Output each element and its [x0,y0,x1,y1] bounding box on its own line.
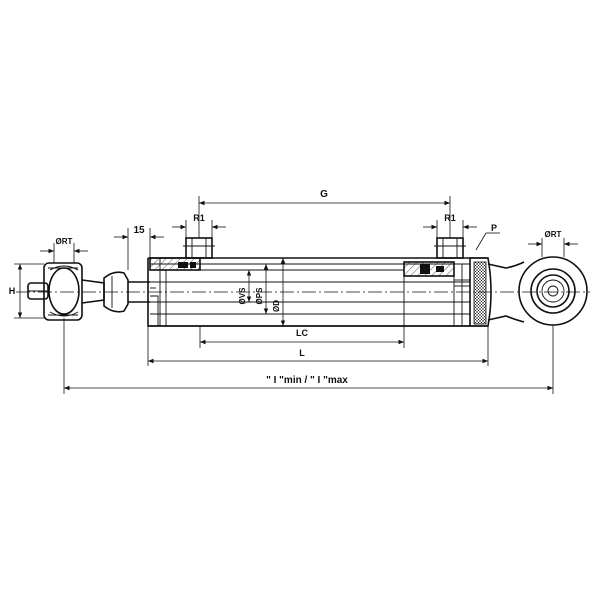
label-ps: ØPS [255,287,264,305]
dim-h [14,263,44,319]
label-lc: LC [296,328,308,338]
dim-r1-right [423,220,477,238]
dim-vs-ps-d [246,258,286,326]
port-right [434,237,466,259]
label-vs: ØVS [238,287,247,305]
label-r1-right: R1 [444,213,456,223]
piston-rod [128,281,150,303]
right-base-eye [487,256,588,326]
label-l: L [299,348,305,358]
label-h: H [9,286,16,296]
label-i-min-max: " I "min / " I "max [266,375,348,386]
label-r1-left: R1 [193,213,205,223]
dim-r1-left [172,220,226,238]
dim-l [147,326,489,366]
dim-lc [199,326,405,348]
dim-15 [114,228,164,270]
label-g: G [320,189,328,200]
port-left [183,237,215,259]
dim-g [198,196,451,238]
left-rod-eye [27,262,129,321]
label-rt-right: ØRT [545,230,562,239]
label-15: 15 [133,225,145,236]
label-d: ØD [272,300,281,312]
label-p: P [491,223,497,233]
leader-p [475,232,487,251]
label-rt-left: ØRT [56,237,73,246]
dim-i-min-max [63,318,554,394]
dim-rt-left [40,243,88,263]
dim-rt-right [528,238,578,257]
